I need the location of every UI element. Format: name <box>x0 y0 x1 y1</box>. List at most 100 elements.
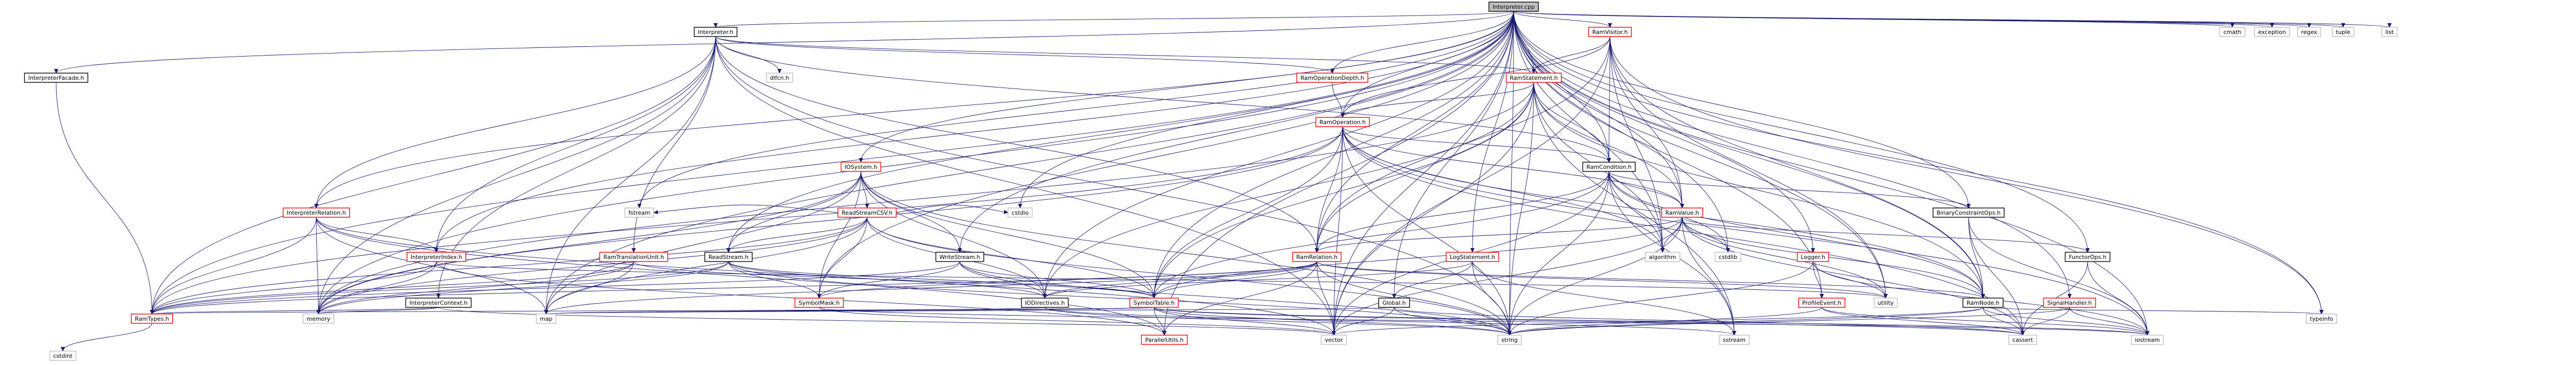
edge <box>715 36 1611 163</box>
node-label: Interpreter.cpp <box>1493 4 1535 10</box>
edges-layer <box>54 11 2392 352</box>
edge <box>1043 11 1514 299</box>
edge <box>959 261 1047 299</box>
node-box <box>766 73 793 83</box>
edge <box>1609 36 2324 315</box>
node-label: ProfileEvent.h <box>1802 300 1841 306</box>
edge <box>1154 307 2025 336</box>
node-label: exception <box>2258 29 2286 36</box>
edge <box>715 36 1512 336</box>
edge <box>896 204 1009 214</box>
node-ramtranslationunit-h[interactable]: RamTranslationUnit.h <box>599 252 668 262</box>
node-box <box>2219 27 2246 37</box>
node-label: fstream <box>629 210 650 216</box>
node-cstdio: cstdio <box>1007 207 1033 218</box>
edge <box>653 204 838 215</box>
edge <box>1507 307 1984 336</box>
node-readstream-h[interactable]: ReadStream.h <box>704 252 753 262</box>
node-interpreterindex-h[interactable]: InterpreterIndex.h <box>406 252 466 262</box>
node-readstreamcsv-h[interactable]: ReadStreamCSV.h <box>837 207 897 218</box>
edge <box>2021 307 2070 336</box>
edge <box>54 11 1514 74</box>
edge <box>1682 217 1888 299</box>
node-interpreter-h[interactable]: Interpreter.h <box>693 27 738 37</box>
edge <box>1507 261 1814 336</box>
node-label: Logger.h <box>1801 254 1825 260</box>
edge <box>860 171 1512 336</box>
edge <box>1682 217 1736 336</box>
node-iodirectives-h[interactable]: IODirectives.h <box>1021 298 1069 308</box>
edge <box>438 307 1336 336</box>
node-box <box>1873 298 1898 308</box>
node-symbolmask-h[interactable]: SymbolMask.h <box>794 298 844 308</box>
node-label: vector <box>1325 337 1343 343</box>
node-interpreterfacade-h[interactable]: InterpreterFacade.h <box>24 73 89 83</box>
node-interpretercontext-h[interactable]: InterpreterContext.h <box>405 298 472 308</box>
edge <box>544 36 716 315</box>
edge <box>1392 261 1473 299</box>
node-memory: memory <box>302 314 334 324</box>
edge <box>1609 36 1888 299</box>
node-box <box>1797 252 1829 262</box>
node-ramnode-h[interactable]: RamNode.h <box>1962 298 2004 308</box>
edge <box>1315 217 1683 253</box>
node-functorops-h[interactable]: FunctorOps.h <box>2064 252 2111 262</box>
node-label: RamCondition.h <box>1586 164 1632 170</box>
edge <box>1342 126 1512 336</box>
edge <box>316 217 1166 336</box>
node-box <box>1505 73 1562 83</box>
edge <box>436 36 716 299</box>
node-logstatement-h[interactable]: LogStatement.h <box>1446 252 1499 262</box>
node-label: InterpreterRelation.h <box>287 210 346 216</box>
edge <box>715 36 1536 74</box>
edge <box>1154 307 1336 336</box>
edge <box>1513 11 2072 299</box>
edge <box>316 307 439 315</box>
node-label: InterpreterContext.h <box>409 300 467 306</box>
node-ramtypes-h[interactable]: RamTypes.h <box>131 314 173 324</box>
node-binaryconstraintops-h[interactable]: BinaryConstraintOps.h <box>1933 207 2005 218</box>
node-box <box>1292 252 1342 262</box>
node-box <box>2381 27 2398 37</box>
edge <box>817 171 861 299</box>
edge <box>860 171 869 208</box>
edge <box>1162 261 1317 336</box>
edge <box>150 261 960 315</box>
node-iosystem-h[interactable]: IOSystem.h <box>840 162 882 172</box>
edge <box>1043 261 1317 299</box>
node-ramoperation-h[interactable]: RamOperation.h <box>1315 117 1370 127</box>
node-ramrelation-h[interactable]: RamRelation.h <box>1292 252 1342 262</box>
node-logger-h[interactable]: Logger.h <box>1797 252 1829 262</box>
edge <box>1316 261 1985 299</box>
node-ramcondition-h[interactable]: RamCondition.h <box>1582 162 1636 172</box>
node-label: cstdio <box>1012 210 1029 216</box>
edge <box>151 307 1155 315</box>
node-ramoperationdepth-h[interactable]: RamOperationDepth.h <box>1296 73 1368 83</box>
edge <box>1682 217 2025 336</box>
node-parallelutils-h[interactable]: ParallelUtils.h <box>1141 335 1188 345</box>
node-typeinfo: typeinfo <box>2306 314 2337 324</box>
edge <box>817 11 1514 299</box>
node-box <box>536 314 556 324</box>
node-global-h[interactable]: Global.h <box>1378 298 1410 308</box>
node-label: ReadStream.h <box>708 254 749 260</box>
node-interpreterrelation-h[interactable]: InterpreterRelation.h <box>282 207 350 218</box>
node-signalhandler-h[interactable]: SignalHandler.h <box>2043 298 2096 308</box>
edge <box>544 217 868 315</box>
node-box <box>704 252 753 262</box>
node-box <box>2064 252 2111 262</box>
edge <box>867 217 1512 336</box>
node-box <box>1798 298 1845 308</box>
node-ramstatement-h[interactable]: RamStatement.h <box>1505 73 1562 83</box>
node-ramvisitor-h[interactable]: RamVisitor.h <box>1588 27 1632 37</box>
node-box <box>1378 298 1410 308</box>
node-interpreter-cpp: Interpreter.cpp <box>1488 2 1539 12</box>
node-profileevent-h[interactable]: ProfileEvent.h <box>1798 298 1845 308</box>
node-writestream-h[interactable]: WriteStream.h <box>935 252 985 262</box>
node-label: list <box>2385 29 2394 36</box>
edge <box>860 171 1156 299</box>
node-symboltable-h[interactable]: SymbolTable.h <box>1129 298 1179 308</box>
edge <box>1821 307 2025 336</box>
node-ramvalue-h[interactable]: RamValue.h <box>1661 207 1703 218</box>
